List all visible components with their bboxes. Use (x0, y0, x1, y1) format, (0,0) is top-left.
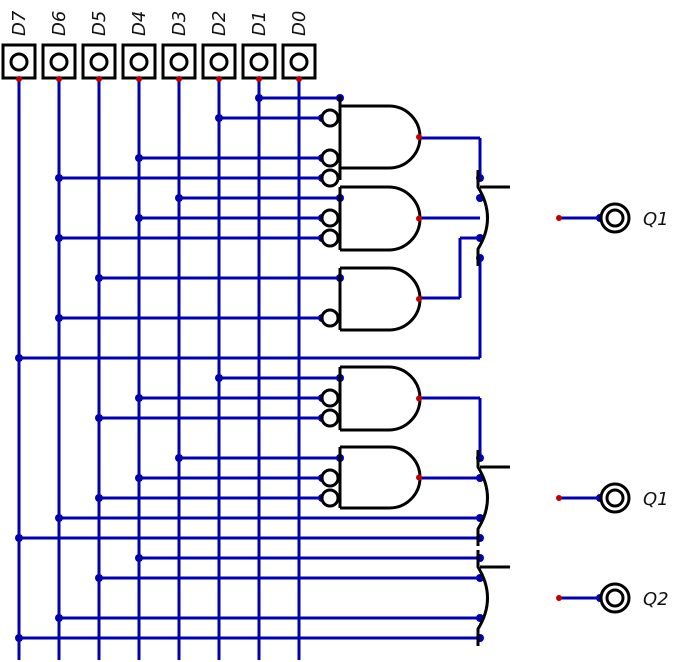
output-label-q1: Q1 (643, 209, 669, 230)
gate-output-pin (416, 296, 422, 302)
or-gate-back (476, 450, 489, 546)
input-label-d3: D3 (169, 11, 190, 36)
output-label-q1: Q1 (643, 489, 669, 510)
gate-output-pin (416, 395, 422, 402)
junction-dot (15, 634, 23, 642)
inverter-bubble (320, 308, 340, 328)
input-pin-circle (169, 52, 189, 72)
input-pin-circle (129, 52, 149, 72)
input-label-d0: D0 (289, 11, 310, 36)
input-label-d4: D4 (129, 11, 150, 36)
input-pin-circle (9, 52, 29, 72)
and-gate (340, 266, 422, 332)
pin-connector (56, 76, 62, 82)
output-probe-inner (605, 588, 625, 608)
junction-dot (55, 514, 63, 522)
input-label-d5: D5 (89, 11, 110, 36)
pin-connector (296, 76, 302, 82)
output-label-q2: Q2 (643, 589, 669, 610)
wires (15, 62, 604, 660)
and-gate (340, 104, 422, 170)
inverter-bubble (320, 388, 340, 408)
or-gate-back (476, 170, 489, 266)
input-pin-circle (89, 52, 109, 72)
gate-output-pin (416, 134, 422, 140)
and-gate (340, 365, 422, 432)
inverter-bubble (320, 468, 340, 488)
junction-dot (135, 554, 143, 562)
gate-output-pin (556, 595, 562, 601)
output-probe-inner (605, 208, 625, 228)
gate-output-pin (416, 215, 422, 222)
inverter-bubble (320, 488, 340, 508)
input-label-d6: D6 (49, 11, 70, 36)
inverter-bubble (320, 228, 340, 248)
or-gate-back (476, 550, 489, 646)
input-label-d7: D7 (9, 10, 30, 36)
input-pin-box (121, 43, 157, 80)
and-gate (340, 185, 422, 252)
pin-connector (216, 76, 222, 82)
inverter-bubble (320, 408, 340, 428)
input-pin-circle (249, 52, 269, 72)
pin-connector (176, 76, 182, 82)
pin-connector (96, 76, 102, 82)
inverter-bubble (320, 148, 340, 168)
pin-connector (136, 76, 142, 82)
inverter-bubble (320, 168, 340, 188)
output-probe-inner (605, 488, 625, 508)
gate-output-pin (556, 495, 562, 501)
pin-connector (256, 76, 262, 82)
input-label-d2: D2 (209, 11, 230, 36)
input-pins: D7 D6 D5 D4 D3 D2 D1 D0 (1, 10, 317, 82)
input-pin-circle (49, 52, 69, 72)
junction-dot (55, 614, 63, 622)
junction-dot (95, 574, 103, 582)
pin-connector (16, 76, 22, 82)
inverter-bubble (320, 108, 340, 128)
input-pin-circle (289, 52, 309, 72)
gates (320, 96, 562, 646)
and-gate (340, 445, 422, 510)
gate-output-pin (416, 474, 422, 481)
gate-output-pin (556, 215, 562, 221)
junction-dot (15, 534, 23, 542)
junction-dot (15, 354, 23, 362)
inverter-bubble (320, 208, 340, 228)
input-label-d1: D1 (249, 11, 270, 36)
input-pin-circle (209, 52, 229, 72)
